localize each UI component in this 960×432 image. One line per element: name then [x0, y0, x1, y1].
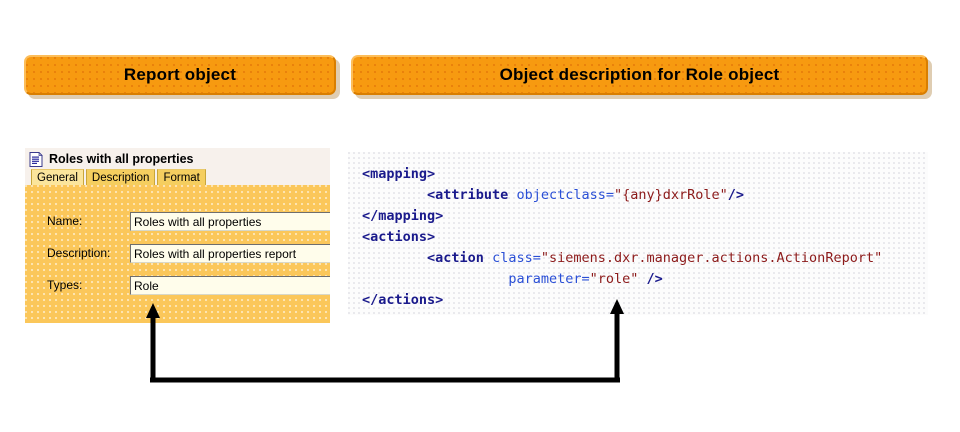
tab-description[interactable]: Description	[85, 169, 156, 185]
banner-report-object-label: Report object	[123, 65, 237, 84]
code-token-val: "{any}dxrRole"	[613, 187, 728, 203]
name-input[interactable]: Roles with all properties	[130, 211, 330, 231]
report-document-icon	[29, 151, 43, 167]
code-line: </actions>	[362, 290, 928, 311]
tab-format[interactable]: Format	[157, 169, 206, 185]
object-description-code-panel: <mapping> <attribute objectclass="{any}d…	[348, 152, 928, 315]
code-token-tag: </actions>	[362, 292, 444, 308]
tabstrip: General Description Format	[25, 168, 330, 185]
field-row-description: Description: Roles with all properties r…	[25, 243, 330, 263]
panel-titlebar: Roles with all properties	[25, 148, 330, 168]
types-input[interactable]: Role	[130, 275, 330, 295]
code-token-val: "siemens.dxr.manager.actions.ActionRepor…	[540, 250, 883, 266]
code-token-tag: <action	[427, 250, 493, 266]
tab-panel-general: Name: Roles with all properties Descript…	[25, 185, 330, 323]
description-label: Description:	[47, 246, 111, 260]
code-line: <mapping>	[362, 164, 928, 185]
code-token-attr: parameter=	[508, 271, 590, 287]
name-label: Name:	[47, 214, 83, 228]
code-line: <action class="siemens.dxr.manager.actio…	[362, 248, 928, 269]
code-token-tag: />	[727, 187, 745, 203]
types-label: Types:	[47, 278, 83, 292]
code-token-tag: <mapping>	[362, 166, 436, 182]
report-properties-panel: Roles with all properties General Descri…	[25, 148, 330, 323]
code-line: </mapping>	[362, 206, 928, 227]
code-line: <actions>	[362, 227, 928, 248]
xml-code-listing: <mapping> <attribute objectclass="{any}d…	[348, 152, 928, 311]
tab-general[interactable]: General	[31, 169, 84, 185]
banner-object-description: Object description for Role object	[351, 55, 928, 95]
code-token-val: "role"	[589, 271, 639, 287]
banner-object-description-label: Object description for Role object	[499, 65, 780, 84]
code-line: <attribute objectclass="{any}dxrRole"/>	[362, 185, 928, 206]
code-token-tag: />	[638, 271, 663, 287]
description-input[interactable]: Roles with all properties report	[130, 243, 330, 263]
panel-title: Roles with all properties	[49, 152, 194, 166]
code-token-tag: <actions>	[362, 229, 436, 245]
code-token-tag: </mapping>	[362, 208, 444, 224]
code-line: parameter="role" />	[362, 269, 928, 290]
code-token-attr: class=	[492, 250, 541, 266]
banner-report-object: Report object	[24, 55, 336, 95]
field-row-types: Types: Role	[25, 275, 330, 295]
code-token-tag: <attribute	[427, 187, 517, 203]
code-token-attr: objectclass=	[516, 187, 614, 203]
field-row-name: Name: Roles with all properties	[25, 211, 330, 231]
